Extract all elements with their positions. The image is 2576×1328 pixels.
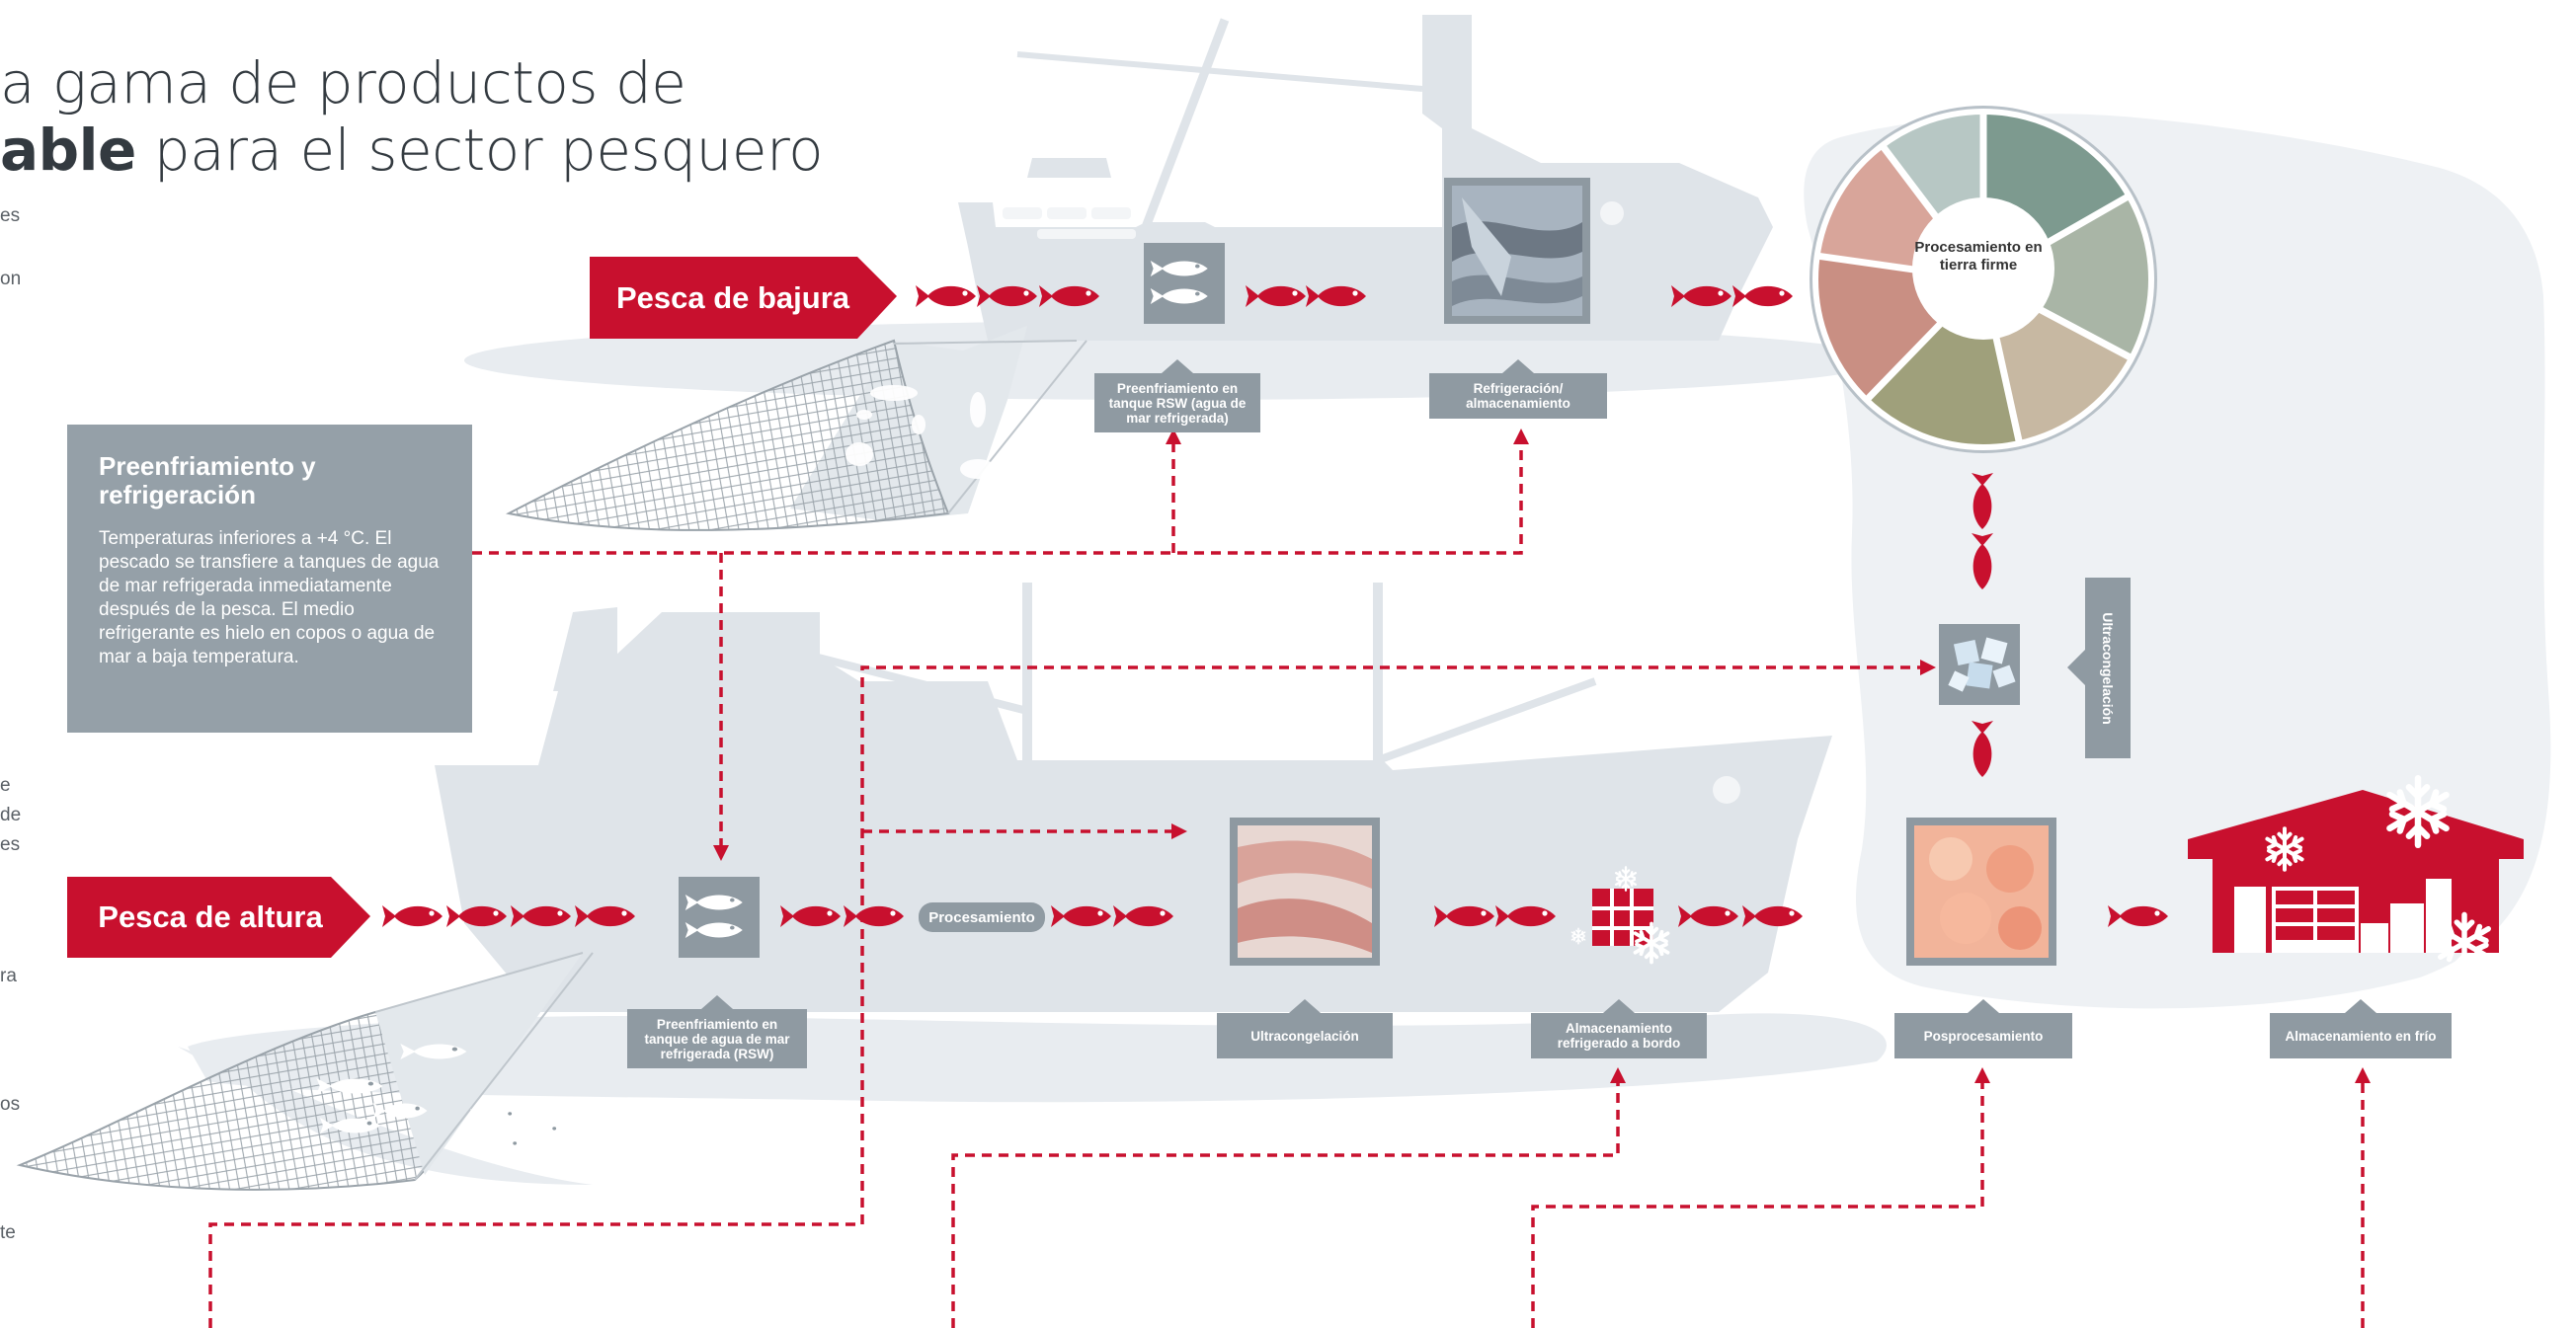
photo-refrigeration [1444,178,1590,324]
label-procesamiento: Procesamiento [919,902,1045,932]
dashed-connectors [208,442,2365,1328]
title-line-2: able para el sector pesquero [0,117,824,184]
label-refrigeracion: Refrigeración/ almacenamiento [1429,359,1607,419]
label-ultracongelacion-vertical-text: Ultracongelación [2100,611,2116,725]
photo-postprocessing [1906,818,2056,966]
banner-altura-shape [67,877,370,958]
ice-cube-icon [1939,624,2020,705]
dashed-arrowheads [713,429,2371,1083]
edge-fragment: es [0,205,21,226]
onboard-cold-storage-icon [1570,866,1670,965]
trawl-net-bottom [16,952,594,1191]
info-box-heading: Preenfriamiento y refrigeración [99,451,316,509]
marine-creatures [845,385,996,479]
title-line-1: a gama de productos de [0,49,686,117]
rsw-tank-icon-top [1144,243,1225,324]
water-bottom [188,1013,1887,1103]
edge-fragment: e [0,775,11,796]
onshore-processing-wheel [1810,106,2157,453]
title-rest: para el sector pesquero [135,117,824,184]
label-almacenamiento-bordo: Almacenamiento refrigerado a bordo [1531,999,1707,1058]
edge-fragment: te [0,1222,16,1243]
label-ultracongelacion-vertical: Ultracongelación [2067,578,2131,758]
label-almacenamiento-frio: Almacenamiento en frío [2270,999,2452,1058]
banner-pesca-altura: Pesca de altura [98,899,323,934]
edge-fragment: es [0,834,21,855]
edge-fragment: on [0,269,22,289]
label-posprocesamiento: Posprocesamiento [1894,999,2072,1058]
rsw-tank-icon-bottom [679,877,760,958]
banner-pesca-bajura: Pesca de bajura [615,279,850,315]
label-ultracongelacion: Ultracongelación [1217,999,1393,1058]
label-rsw-bottom: Preenfriamiento en tanque de agua de mar… [627,995,807,1068]
title-bold-fragment: able [0,117,136,184]
cold-storage-warehouse-icon [2188,778,2524,971]
banner-bajura-shape [590,257,897,339]
wheel-center-label: Procesamiento en tierra firme [1914,239,2043,273]
edge-fragment: ra [0,966,17,986]
edge-fragment: os [0,1094,21,1115]
photo-ultrafreeze [1230,818,1380,966]
info-box-body: Temperaturas inferiores a +4 °C. El pesc… [99,528,440,667]
info-box-prechilling: Preenfriamiento y refrigeración Temperat… [67,425,472,733]
label-rsw-top: Preenfriamiento en tanque RSW (agua de m… [1094,359,1260,432]
edge-fragment: de [0,805,22,825]
